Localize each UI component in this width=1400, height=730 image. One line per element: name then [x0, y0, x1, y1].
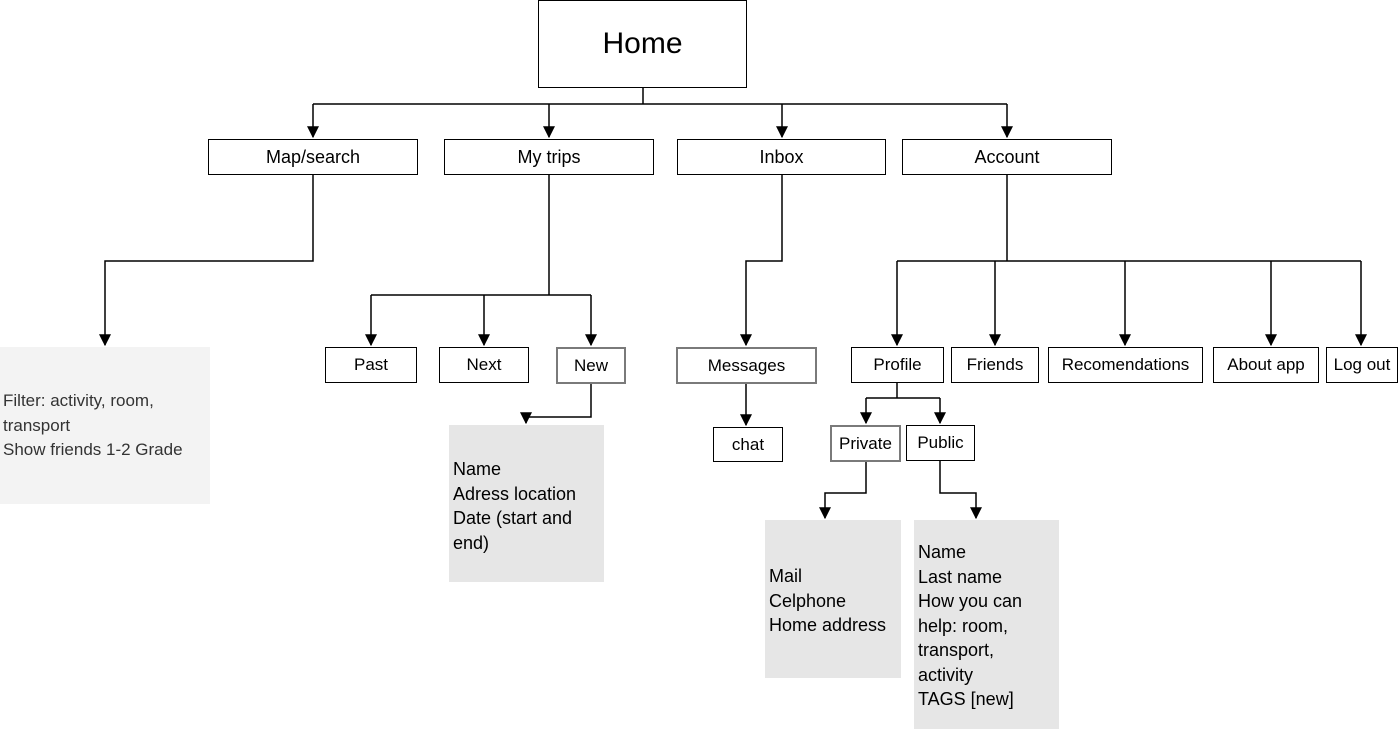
- private-fields-note: Mail Celphone Home address: [765, 520, 901, 678]
- new-trip-line-3: Date (start and: [453, 508, 573, 528]
- map-search-node: Map/search: [208, 139, 418, 175]
- account-node: Account: [902, 139, 1112, 175]
- public-fields-note: Name Last name How you can help: room, t…: [914, 520, 1059, 729]
- inbox-node: Inbox: [677, 139, 886, 175]
- home-node: Home: [538, 0, 747, 88]
- private-field-home-address: Home address: [769, 615, 887, 635]
- map-filter-note: Filter: activity, room, transport Show f…: [0, 347, 210, 504]
- new-trip-line-4: end): [453, 532, 490, 553]
- public-field-tags: TAGS [new]: [918, 689, 1014, 709]
- arrow-to-messages: [740, 174, 783, 347]
- log-out-node: Log out: [1326, 347, 1398, 383]
- next-node: Next: [439, 347, 529, 383]
- map-filter-line-1: Filter: activity, room,: [3, 391, 154, 410]
- friends-node: Friends: [951, 347, 1039, 383]
- chat-node: chat: [713, 427, 783, 462]
- map-filter-line-2: transport: [3, 415, 71, 435]
- past-node: Past: [325, 347, 417, 383]
- map-filter-line-3: Show friends 1-2 Grade: [3, 440, 183, 459]
- new-node: New: [556, 347, 626, 384]
- arrow-to-public-note: [939, 460, 982, 520]
- new-trip-line-1: Name: [453, 459, 502, 479]
- public-node: Public: [906, 425, 975, 461]
- my-trips-node: My trips: [444, 139, 654, 175]
- public-field-help-4: activity: [918, 664, 974, 685]
- private-field-celphone: Celphone: [769, 590, 847, 611]
- messages-node: Messages: [676, 347, 817, 384]
- public-field-last-name: Last name: [918, 566, 1003, 587]
- public-field-name: Name: [918, 542, 967, 562]
- profile-node: Profile: [851, 347, 944, 383]
- arrow-to-new-trip-note: [520, 384, 592, 425]
- new-trip-note: Name Adress location Date (start and end…: [449, 425, 604, 582]
- recomendations-node: Recomendations: [1048, 347, 1203, 383]
- private-node: Private: [830, 425, 901, 462]
- public-field-help-2: help: room,: [918, 615, 1009, 636]
- new-trip-line-2: Adress location: [453, 483, 577, 504]
- public-field-help-1: How you can: [918, 591, 1023, 611]
- arrow-to-map-filter: [99, 174, 314, 347]
- private-field-mail: Mail: [769, 566, 803, 586]
- about-app-node: About app: [1213, 347, 1319, 383]
- public-field-help-3: transport,: [918, 640, 995, 660]
- arrow-to-private-note: [819, 460, 867, 520]
